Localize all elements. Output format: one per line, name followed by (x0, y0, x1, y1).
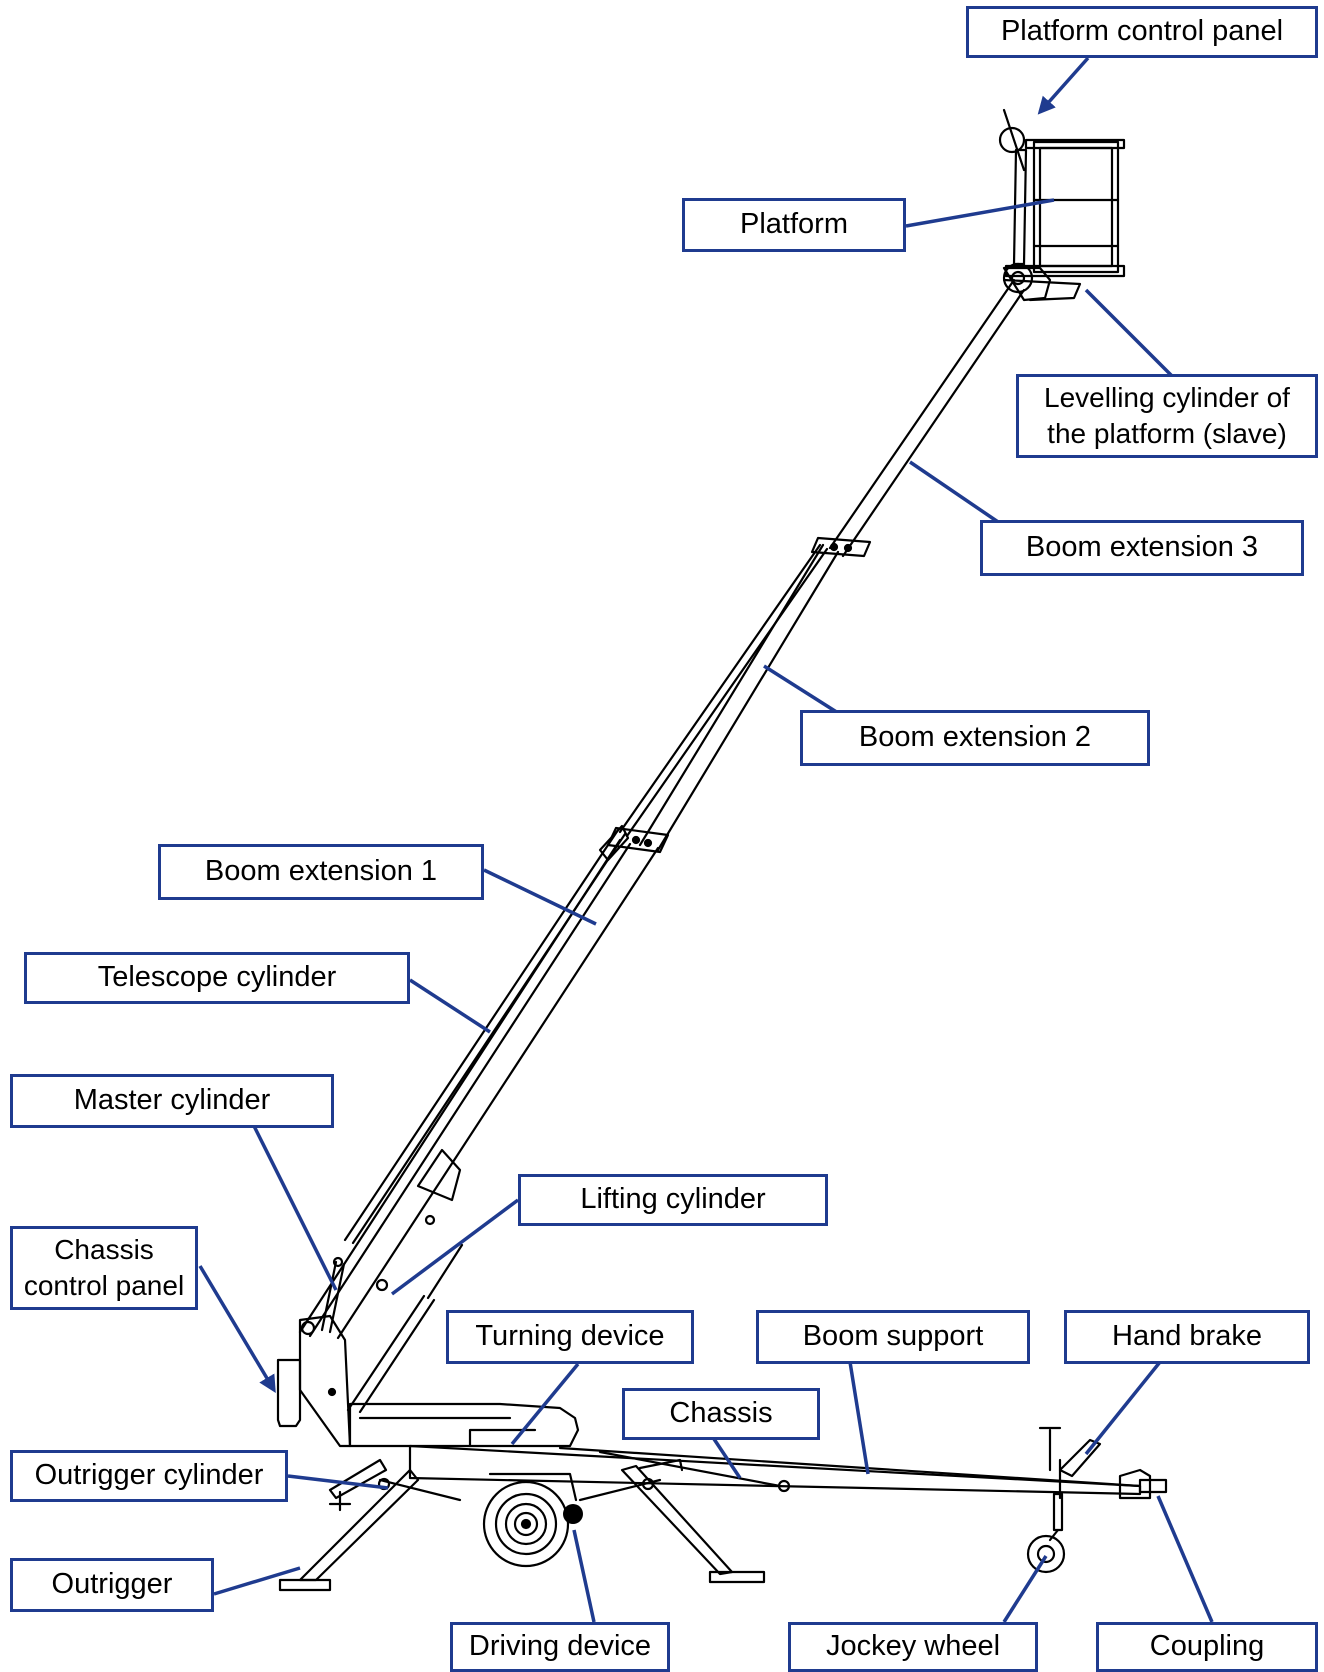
main-wheel-shape (482, 1472, 583, 1568)
label-platform-control-panel: Platform control panel (966, 6, 1318, 58)
leader-outrigger (213, 1566, 301, 1596)
platform-shape (998, 108, 1126, 294)
leader-turning-device (510, 1362, 580, 1446)
leader-hand-brake (1084, 1360, 1162, 1456)
leader-master-cylinder (252, 1125, 338, 1291)
levelling-cylinder-shape (1002, 278, 1082, 302)
outrigger-cylinder-shape (377, 1477, 662, 1502)
label-boom-extension-2: Boom extension 2 (800, 710, 1150, 766)
boom-collar-1 (598, 824, 670, 862)
leader-jockey-wheel (1002, 1555, 1048, 1623)
leader-platform (905, 198, 1055, 228)
label-hand-brake: Hand brake (1064, 1310, 1310, 1364)
label-jockey-wheel: Jockey wheel (788, 1622, 1038, 1672)
label-master-cylinder: Master cylinder (10, 1074, 334, 1128)
leader-levelling-cylinder (1084, 288, 1182, 386)
leader-boom-extension-3 (909, 460, 1005, 528)
turret-shape (276, 1314, 580, 1448)
boom-extension-3-shape (828, 278, 1026, 558)
label-telescope-cylinder: Telescope cylinder (24, 952, 410, 1004)
leader-chassis-control-panel (198, 1265, 276, 1394)
leader-platform-control-panel (1037, 56, 1090, 115)
label-outrigger-cylinder: Outrigger cylinder (10, 1450, 288, 1502)
label-boom-support: Boom support (756, 1310, 1030, 1364)
leader-outrigger-cylinder (287, 1474, 389, 1490)
chassis-shape (408, 1426, 1168, 1500)
label-coupling: Coupling (1096, 1622, 1318, 1672)
boom-extension-2-shape (638, 543, 840, 852)
label-chassis: Chassis (622, 1388, 820, 1440)
leader-boom-extension-1 (483, 868, 597, 926)
label-chassis-control-panel: Chassis control panel (10, 1226, 198, 1310)
platform-control-handwheel (998, 126, 1026, 154)
boom-collar-2 (810, 536, 872, 558)
jockey-wheel-shape (1026, 1492, 1066, 1574)
leader-lifting-cylinder (390, 1198, 520, 1296)
label-driving-device: Driving device (450, 1622, 670, 1672)
outrigger-shape (278, 1458, 766, 1592)
leader-telescope-cylinder (409, 978, 491, 1034)
machine-drawing (276, 108, 1168, 1592)
label-levelling-cylinder: Levelling cylinder of the platform (slav… (1016, 374, 1318, 458)
label-platform: Platform (682, 198, 906, 252)
label-turning-device: Turning device (446, 1310, 694, 1364)
label-lifting-cylinder: Lifting cylinder (518, 1174, 828, 1226)
telescope-cylinder-shape (343, 543, 829, 1245)
boom-extension-1-shape (298, 838, 660, 1340)
leader-chassis (710, 1435, 742, 1479)
label-boom-extension-3: Boom extension 3 (980, 520, 1304, 576)
lifting-cylinder-shape (346, 1148, 464, 1414)
leader-coupling (1156, 1495, 1214, 1623)
callout-lines (198, 56, 1214, 1623)
leader-boom-extension-2 (763, 664, 847, 720)
label-outrigger: Outrigger (10, 1558, 214, 1612)
leader-boom-support (848, 1361, 870, 1475)
label-boom-extension-1: Boom extension 1 (158, 844, 484, 900)
leader-driving-device (572, 1529, 596, 1623)
